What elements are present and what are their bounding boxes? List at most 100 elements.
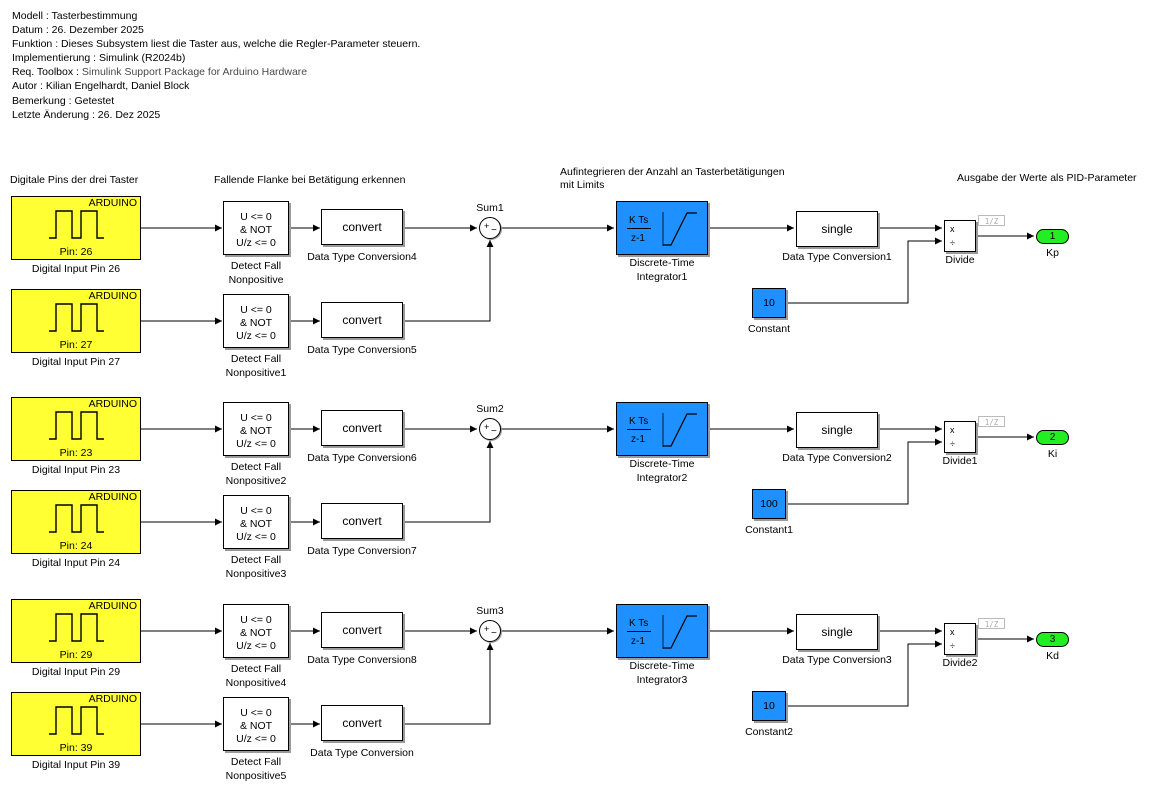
integrator-numerator: K Ts	[629, 416, 649, 427]
group2-input2-detect-label-2: Nonpositive3	[225, 568, 287, 580]
group2-input1-digital-input-label: Digital Input Pin 23	[31, 464, 121, 476]
group2-output-label: Ki	[1047, 448, 1058, 460]
arduino-brand-label: ARDUINO	[88, 197, 137, 209]
group3-constant-block[interactable]: 10	[752, 691, 786, 721]
integrator-fraction-bar	[627, 631, 651, 632]
group2-integrator-label-2: Integrator2	[636, 472, 688, 484]
integrator-fraction-bar	[627, 228, 651, 229]
pulse-waveform-icon	[49, 613, 104, 642]
detect-condition-2: & NOT	[239, 627, 273, 639]
group2-divide-block[interactable]: x÷	[944, 421, 976, 453]
group2-single-conversion-block[interactable]: single	[796, 412, 878, 448]
annotation-output: Ausgabe der Werte als PID-Parameter	[957, 172, 1137, 184]
toolbox-label: Req. Toolbox :	[12, 66, 82, 79]
divide-multiply-sign: x	[950, 627, 955, 637]
pin-number: Pin: 23	[59, 447, 93, 459]
group2-input1-convert-label: Data Type Conversion6	[307, 452, 417, 464]
divide-divide-sign: ÷	[950, 641, 955, 651]
group1-constant-label: Constant	[747, 323, 791, 335]
group3-input2-convert-label: Data Type Conversion	[310, 747, 414, 759]
group1-rate-transition-indicator: 1/Z	[978, 215, 1005, 226]
model-remark: Bemerkung : Getestet	[12, 94, 115, 107]
group3-wire-constant-to-divide	[786, 640, 942, 707]
detect-condition-1: U <= 0	[240, 505, 272, 517]
integrator-numerator: K Ts	[629, 618, 649, 629]
group1-divide-block[interactable]: x÷	[944, 220, 976, 252]
group1-input2-detect-label-2: Nonpositive1	[225, 367, 287, 379]
group3-output-port[interactable]: 3	[1036, 632, 1069, 647]
sum-minus-sign: −	[491, 628, 497, 639]
group3-input1-detect-label-1: Detect Fall	[230, 663, 282, 675]
pin-number: Pin: 27	[59, 339, 93, 351]
divide-multiply-sign: x	[950, 224, 955, 234]
model-name: Modell : Tasterbestimmung	[12, 10, 138, 22]
group2-input2-convert-block[interactable]: convert	[321, 503, 403, 539]
detect-condition-2: & NOT	[239, 425, 273, 437]
group1-sum-label: Sum1	[476, 202, 504, 214]
model-last-change: Letzte Änderung : 26. Dez 2025	[12, 108, 161, 121]
group1-input1-detect-label-1: Detect Fall	[230, 260, 282, 272]
group3-input2-wire-convert-to-sum-minus	[403, 643, 494, 725]
model-author: Autor : Kilian Engelhardt, Daniel Block	[12, 80, 190, 93]
group1-constant-block[interactable]: 10	[752, 288, 786, 318]
group1-output-label: Kp	[1046, 247, 1059, 259]
group3-sum-block[interactable]: +−	[479, 620, 501, 642]
pin-number: Pin: 29	[59, 649, 93, 661]
group1-sum-block[interactable]: +−	[479, 217, 501, 239]
detect-condition-1: U <= 0	[240, 304, 272, 316]
group2-input1-convert-block[interactable]: convert	[321, 410, 403, 446]
pulse-waveform-icon	[49, 706, 104, 735]
group3-input1-convert-label: Data Type Conversion8	[307, 654, 417, 666]
group1-single-conversion-block[interactable]: single	[796, 211, 878, 247]
group3-input2-detect-label-1: Detect Fall	[230, 756, 282, 768]
model-info-header: Modell : Tasterbestimmung Datum : 26. De…	[12, 9, 420, 122]
group1-input2-convert-block[interactable]: convert	[321, 302, 403, 338]
divide-divide-sign: ÷	[950, 238, 955, 248]
detect-condition-3: U/z <= 0	[236, 330, 276, 342]
group3-divide-label: Divide2	[942, 657, 978, 669]
pin-number: Pin: 24	[59, 540, 93, 552]
group1-input2-detect-label-1: Detect Fall	[230, 353, 282, 365]
group3-input1-digital-input-label: Digital Input Pin 29	[31, 666, 121, 678]
detect-condition-1: U <= 0	[240, 614, 272, 626]
group2-input1-detect-label-2: Nonpositive2	[225, 475, 287, 487]
group3-divide-block[interactable]: x÷	[944, 623, 976, 655]
integrator-fraction-bar	[627, 429, 651, 430]
model-date: Datum : 26. Dezember 2025	[12, 24, 144, 37]
group1-output-port[interactable]: 1	[1036, 229, 1069, 244]
detect-condition-3: U/z <= 0	[236, 237, 276, 249]
group3-single-conversion-block[interactable]: single	[796, 614, 878, 650]
group1-input2-convert-label: Data Type Conversion5	[307, 344, 417, 356]
group1-input1-detect-label-2: Nonpositive	[228, 274, 284, 286]
detect-condition-2: & NOT	[239, 518, 273, 530]
group1-input1-digital-input-label: Digital Input Pin 26	[31, 263, 121, 275]
group3-integrator-label-1: Discrete-Time	[629, 660, 695, 672]
divide-multiply-sign: x	[950, 425, 955, 435]
group1-input2-wire-convert-to-sum-minus	[403, 240, 494, 322]
group2-output-port[interactable]: 2	[1036, 430, 1069, 445]
group3-input1-convert-block[interactable]: convert	[321, 612, 403, 648]
group2-input2-digital-input-label: Digital Input Pin 24	[31, 557, 121, 569]
group1-input1-convert-block[interactable]: convert	[321, 209, 403, 245]
model-toolbox: Req. Toolbox : Simulink Support Package …	[12, 65, 420, 79]
group2-sum-block[interactable]: +−	[479, 418, 501, 440]
group3-input2-convert-block[interactable]: convert	[321, 705, 403, 741]
pulse-waveform-icon	[49, 504, 104, 533]
group2-single-conversion-label: Data Type Conversion2	[782, 452, 892, 464]
group2-constant-block[interactable]: 100	[752, 489, 786, 519]
